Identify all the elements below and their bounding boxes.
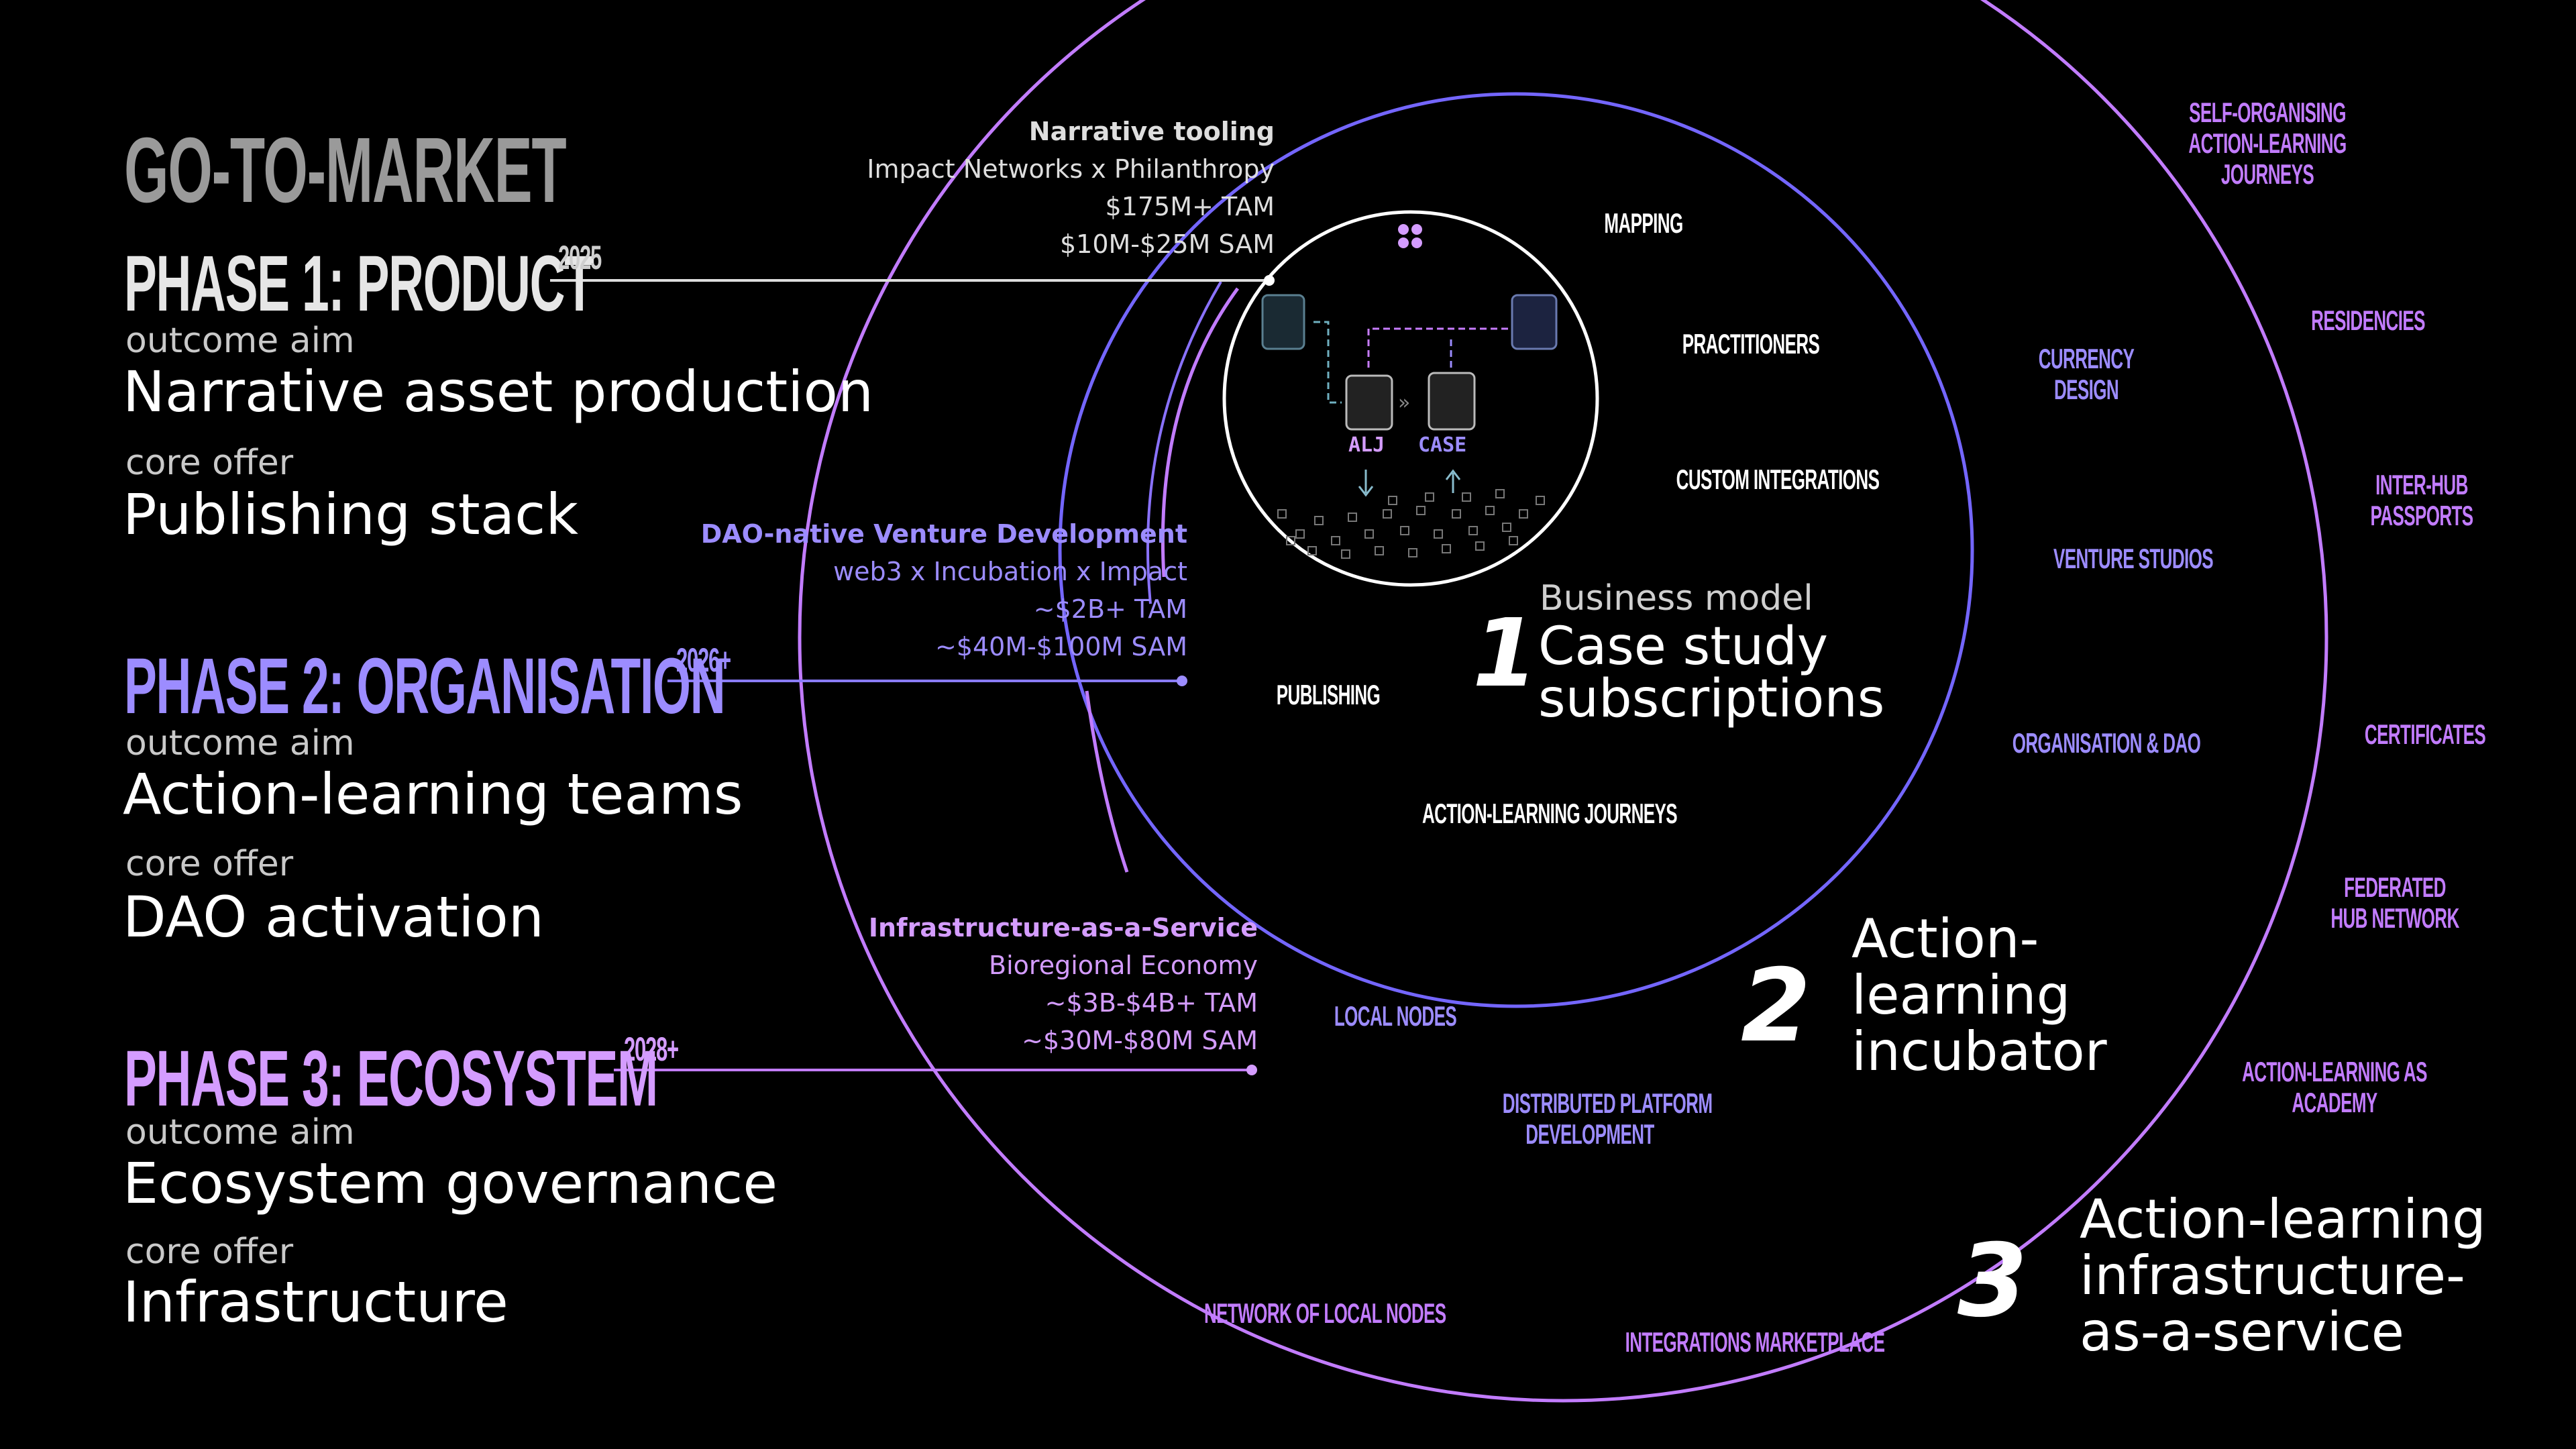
ring2-item-currency-design: CURRENCY DESIGN	[2038, 343, 2135, 405]
connector-arc-a	[1161, 287, 1240, 578]
ring2-line1: Action-	[1851, 908, 2039, 970]
phase3-offer-label: core offer	[125, 1232, 294, 1272]
phase1-offer-label: core offer	[125, 443, 294, 483]
market-tam: ~$2B+ TAM	[1033, 594, 1187, 624]
phase3-dot	[1246, 1065, 1257, 1075]
case-label: CASE	[1418, 433, 1467, 457]
ring3-item-federated-hub-network: FEDERATED HUB NETWORK	[2330, 871, 2459, 934]
ring2-line2: learning	[1851, 964, 2071, 1026]
ring1-item-action-learning-journeys: ACTION-LEARNING JOURNEYS	[1421, 798, 1678, 829]
phase3-year: 2028+	[624, 1030, 679, 1068]
ring1-item-practitioners: PRACTITIONERS	[1682, 328, 1820, 360]
market-heading: Infrastructure-as-a-Service	[868, 913, 1258, 943]
svg-text:»: »	[1398, 391, 1410, 415]
ring2-item-distributed-platform: DISTRIBUTED PLATFORM DEVELOPMENT	[1502, 1087, 1713, 1150]
ring3-item-residencies: RESIDENCIES	[2311, 305, 2425, 336]
phase1-outcome: Narrative asset production	[123, 359, 874, 425]
ring3-line2: infrastructure-	[2080, 1244, 2465, 1307]
phase2-offer-label: core offer	[125, 844, 294, 884]
market-dao-venture: DAO-native Venture Development web3 x In…	[701, 515, 1187, 665]
market-heading: Narrative tooling	[1028, 117, 1275, 146]
market-sam: $10M-$25M SAM	[1059, 229, 1275, 259]
ring3-item-integrations-marketplace: INTEGRATIONS MARKETPLACE	[1625, 1326, 1885, 1358]
phase1-year: 2025	[558, 239, 602, 276]
market-sam: ~$30M-$80M SAM	[1022, 1026, 1258, 1055]
connector-arc-b	[1146, 280, 1222, 604]
market-tam: $175M+ TAM	[1105, 192, 1275, 221]
phase2-outcome-label: outcome aim	[125, 723, 355, 763]
market-sam: ~$40M-$100M SAM	[934, 632, 1187, 661]
market-infrastructure: Infrastructure-as-a-Service Bioregional …	[869, 909, 1258, 1059]
alj-label: ALJ	[1348, 433, 1385, 457]
phase2-outcome: Action-learning teams	[123, 761, 743, 827]
ring3-item-inter-hub-passports: INTER-HUB PASSPORTS	[2370, 469, 2473, 531]
ring3-item-self-organising: SELF-ORGANISING ACTION-LEARNING JOURNEYS	[2188, 97, 2347, 190]
ring2-item-venture-studios: VENTURE STUDIOS	[2053, 543, 2214, 574]
ring1-number: 1	[1472, 599, 1538, 708]
ring-2	[1058, 92, 1974, 1008]
phase3-outcome-label: outcome aim	[125, 1112, 355, 1152]
center-flow-graphic: »	[1261, 224, 1558, 559]
phase1-outcome-label: outcome aim	[125, 321, 355, 361]
market-line: web3 x Incubation x Impact	[833, 557, 1187, 586]
ring3-item-network-local-nodes: NETWORK OF LOCAL NODES	[1204, 1297, 1446, 1329]
ring3-number: 3	[1957, 1223, 2028, 1340]
phase2-title: PHASE 2: ORGANISATION	[124, 642, 726, 731]
market-line: Impact Networks x Philanthropy	[867, 154, 1275, 184]
ring2-line3: incubator	[1851, 1020, 2107, 1083]
ring1-line1: Case study	[1538, 616, 1829, 677]
market-line: Bioregional Economy	[989, 951, 1258, 980]
ring3-item-academy: ACTION-LEARNING AS ACADEMY	[2242, 1056, 2427, 1118]
ring1-item-publishing: PUBLISHING	[1276, 679, 1381, 710]
phase3-offer: Infrastructure	[123, 1269, 508, 1335]
phase3-title: PHASE 3: ECOSYSTEM	[124, 1034, 658, 1123]
phase1-offer: Publishing stack	[123, 482, 579, 547]
ring-1	[1222, 210, 1599, 587]
ring1-line2: subscriptions	[1538, 669, 1885, 729]
page-title: GO-TO-MARKET	[124, 119, 567, 222]
phase2-dot	[1177, 676, 1187, 686]
ring3-item-certificates: CERTIFICATES	[2364, 718, 2486, 750]
phase2-offer: DAO activation	[123, 884, 545, 950]
phase1-dot	[1264, 275, 1275, 286]
ring2-item-organisation-dao: ORGANISATION & DAO	[2012, 727, 2201, 759]
phase3-outcome: Ecosystem governance	[123, 1150, 778, 1216]
ring1-small-label: Business model	[1540, 578, 1813, 619]
ring2-item-local-nodes: LOCAL NODES	[1334, 1000, 1457, 1032]
market-heading: DAO-native Venture Development	[700, 519, 1187, 549]
ring1-item-mapping: MAPPING	[1604, 207, 1683, 239]
market-narrative-tooling: Narrative tooling Impact Networks x Phil…	[867, 113, 1275, 263]
ring3-line1: Action-learning	[2080, 1188, 2486, 1250]
ring2-number: 2	[1741, 948, 1811, 1065]
phase2-year: 2026+	[676, 641, 731, 679]
phase1-title: PHASE 1: PRODUCT	[124, 239, 594, 328]
ring-3	[798, 0, 2328, 1403]
ring1-item-custom-integrations: CUSTOM INTEGRATIONS	[1676, 464, 1880, 495]
market-tam: ~$3B-$4B+ TAM	[1044, 988, 1258, 1018]
ring3-line3: as-a-service	[2080, 1301, 2405, 1363]
connector-arc-c	[1085, 690, 1129, 873]
